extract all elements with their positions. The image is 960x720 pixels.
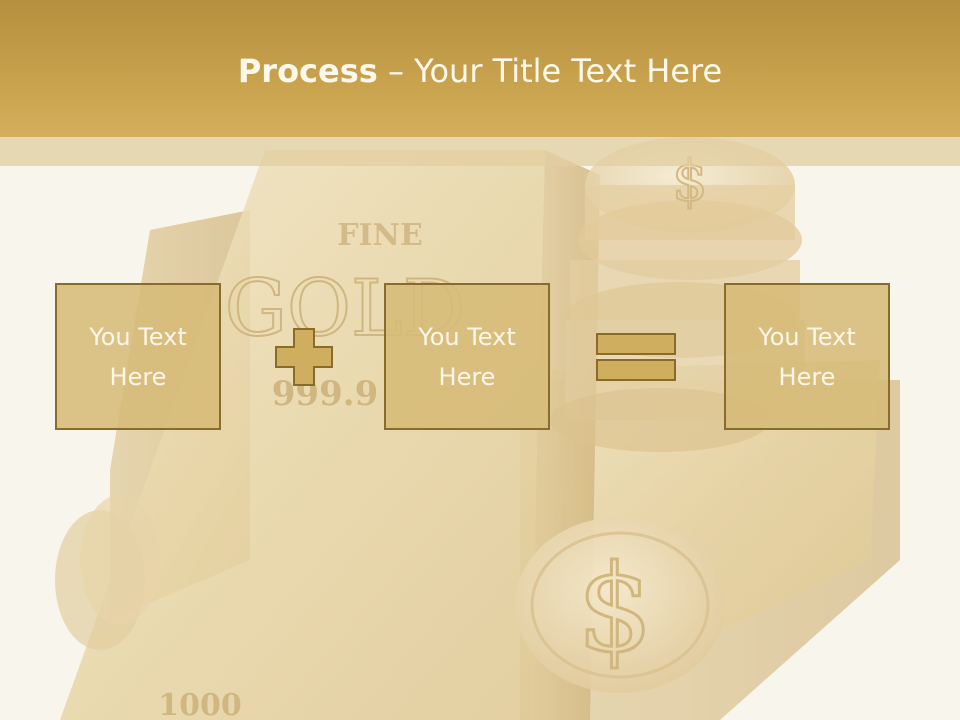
text-box-2-label: You Text Here [418,322,516,391]
bar-engraving-purity: 999.9 [272,374,378,414]
equals-icon-bottom-bar [596,359,676,381]
bar-engraving-weight: 1000 [158,688,242,720]
text-box-1[interactable]: You Text Here [55,283,221,430]
text-box-1-label: You Text Here [89,322,187,391]
slide-title-strong: Process [237,52,378,90]
text-box-3[interactable]: You Text Here [724,283,890,430]
title-bar [0,0,960,137]
title-sub-band [0,137,960,166]
plus-icon-fill [277,348,331,366]
equals-icon-top-bar [596,333,676,355]
slide-title-rest: – Your Title Text Here [377,52,723,90]
slide-title[interactable]: Process – Your Title Text Here [0,52,960,90]
text-box-2[interactable]: You Text Here [384,283,550,430]
text-box-3-label: You Text Here [758,322,856,391]
svg-text:$: $ [577,540,653,679]
bar-engraving-fine: FINE [337,218,423,253]
